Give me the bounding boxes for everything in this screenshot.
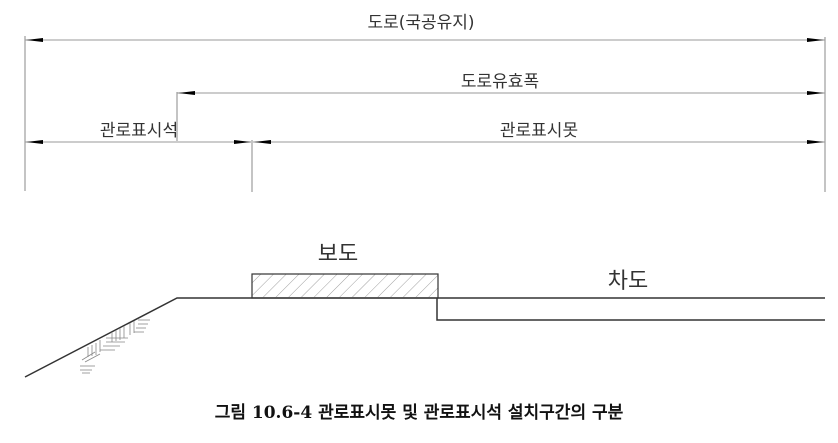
label-road-public-land: 도로(국공유지) — [367, 13, 474, 33]
label-marker-stone: 관로표시석 — [100, 121, 178, 141]
arrow-right-icon — [234, 140, 251, 144]
label-road-effective-width: 도로유효폭 — [461, 72, 539, 92]
dimension-road-public-land: 도로(국공유지) — [25, 13, 825, 42]
ground-line — [24, 297, 825, 378]
figure-caption: 그림 10.6-4 관로표시못 및 관로표시석 설치구간의 구분 — [215, 403, 624, 423]
arrow-right-icon — [807, 38, 824, 42]
arrow-right-icon — [807, 91, 824, 95]
label-sidewalk: 보도 — [318, 242, 358, 267]
arrow-left-icon — [178, 91, 195, 95]
label-marker-nail: 관로표시못 — [500, 121, 578, 141]
slope-hatch — [80, 319, 150, 374]
arrow-left-icon — [254, 140, 271, 144]
road-cross-section: 보도 차도 — [24, 242, 825, 378]
arrow-left-icon — [26, 140, 43, 144]
roadway-step-line — [436, 298, 825, 321]
dimension-marker-stone: 관로표시석 — [25, 121, 251, 144]
arrow-left-icon — [26, 38, 43, 42]
dimension-marker-nail: 관로표시못 — [253, 121, 825, 144]
sidewalk-block — [251, 273, 439, 299]
label-roadway: 차도 — [608, 269, 648, 294]
dimension-road-effective-width: 도로유효폭 — [177, 72, 825, 95]
arrow-right-icon — [807, 140, 824, 144]
